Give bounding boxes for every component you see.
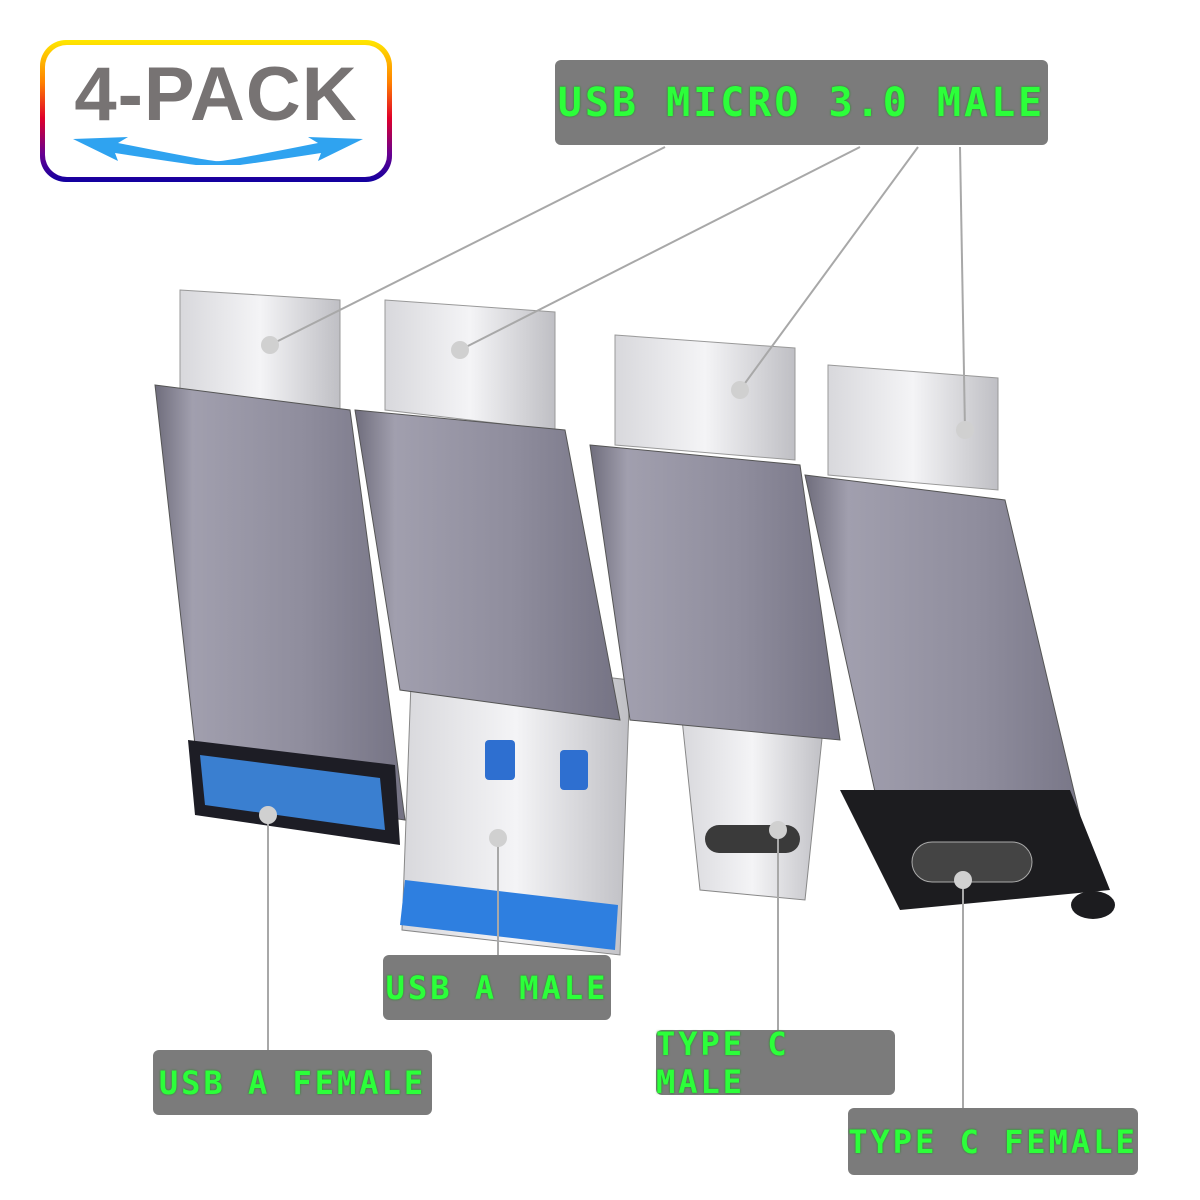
leader-dots bbox=[259, 336, 974, 889]
label-usb-micro-3-male: USB MICRO 3.0 MALE bbox=[555, 60, 1048, 145]
label-type-c-male: TYPE C MALE bbox=[656, 1025, 895, 1101]
four-pack-badge: 4-PACK bbox=[40, 40, 392, 182]
label-type-c-female: TYPE C FEMALE bbox=[848, 1108, 1138, 1175]
double-arrow-icon bbox=[73, 137, 363, 165]
usb-a-female-adapter bbox=[154, 384, 406, 845]
micro-usb-plug-4 bbox=[827, 364, 999, 491]
micro-usb-plug-3 bbox=[614, 334, 796, 461]
usb-a-male-adapter bbox=[354, 409, 631, 956]
type-c-male-adapter bbox=[589, 444, 841, 901]
leader-lines bbox=[267, 146, 966, 1108]
label-usb-a-male: USB A MALE bbox=[383, 955, 611, 1020]
type-c-female-adapter bbox=[804, 474, 1115, 919]
badge-text: 4-PACK bbox=[74, 52, 358, 137]
label-usb-a-female: USB A FEMALE bbox=[153, 1050, 432, 1115]
micro-usb-plug-2 bbox=[384, 299, 556, 431]
